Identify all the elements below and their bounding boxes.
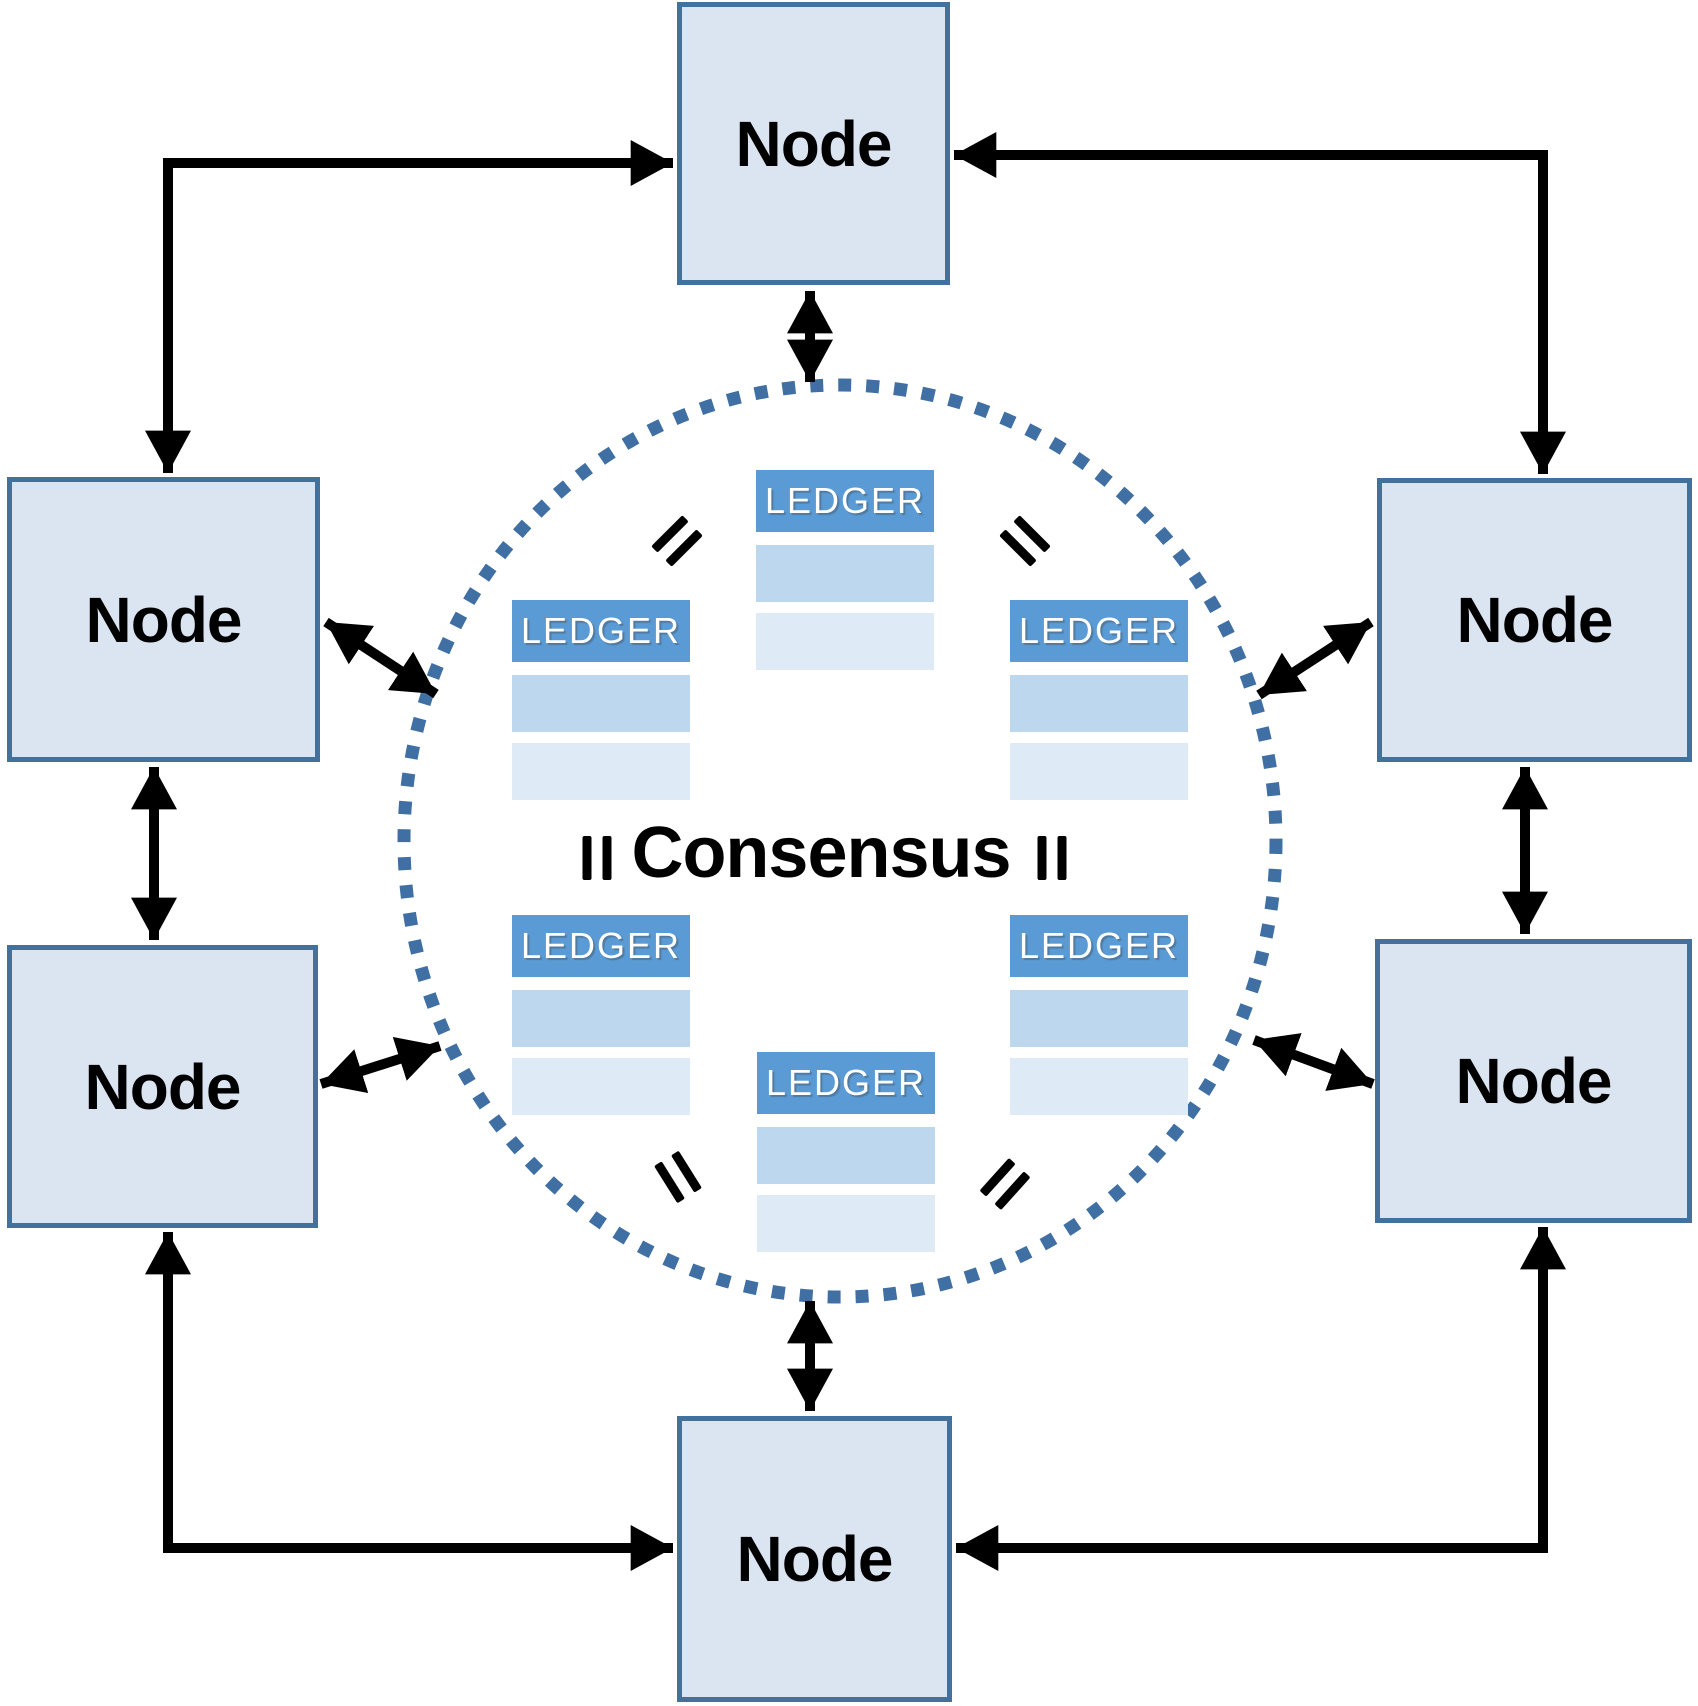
arrow-left-lower-circle <box>319 1036 442 1094</box>
ledger-header: LEDGER <box>1010 915 1188 977</box>
ledger-header: LEDGER <box>1010 600 1188 662</box>
ledger-row <box>757 1127 935 1184</box>
arrow-elbow-bottom-right <box>955 1226 1566 1571</box>
ledger-row <box>756 545 934 602</box>
ledger-mid-right: LEDGER <box>1010 600 1188 800</box>
node-left-lower: Node <box>7 945 318 1228</box>
ledger-row <box>512 743 690 800</box>
node-right-lower: Node <box>1375 939 1692 1223</box>
equals-icon <box>1037 836 1067 880</box>
ledger-row <box>512 990 690 1047</box>
ledger-lower-right: LEDGER <box>1010 915 1188 1115</box>
arrow-right-upper-circle <box>1256 617 1374 700</box>
arrow-elbow-top-right <box>953 132 1566 475</box>
equals-bar <box>1037 836 1047 880</box>
ledger-row <box>1010 675 1188 732</box>
consensus-circle <box>397 378 1283 1304</box>
ledger-row <box>512 675 690 732</box>
node-left-upper: Node <box>7 477 320 762</box>
equals-bar <box>602 836 612 880</box>
ledger-row <box>756 613 934 670</box>
ledger-row <box>512 1058 690 1115</box>
ledger-top-center: LEDGER <box>756 470 934 670</box>
arrow-elbow-top-left <box>145 140 674 474</box>
ledger-bottom-center: LEDGER <box>757 1052 935 1252</box>
consensus-label: Consensus <box>631 813 1011 893</box>
ledger-header: LEDGER <box>756 470 934 532</box>
ledger-row <box>757 1195 935 1252</box>
node-right-upper: Node <box>1377 478 1692 762</box>
ledger-mid-left: LEDGER <box>512 600 690 800</box>
arrow-elbow-bottom-left <box>145 1231 674 1571</box>
arrow-right-lower-circle <box>1252 1033 1375 1091</box>
ledger-header: LEDGER <box>757 1052 935 1114</box>
node-top: Node <box>677 2 950 285</box>
equals-bar <box>582 836 592 880</box>
ledger-header: LEDGER <box>512 915 690 977</box>
equals-bar <box>1057 836 1067 880</box>
ledger-row <box>1010 990 1188 1047</box>
equals-icon <box>582 836 612 880</box>
ledger-row <box>1010 1058 1188 1115</box>
ledger-lower-left: LEDGER <box>512 915 690 1115</box>
arrow-left-upper-circle <box>323 617 439 699</box>
ledger-header: LEDGER <box>512 600 690 662</box>
ledger-row <box>1010 743 1188 800</box>
node-bottom: Node <box>677 1416 952 1702</box>
